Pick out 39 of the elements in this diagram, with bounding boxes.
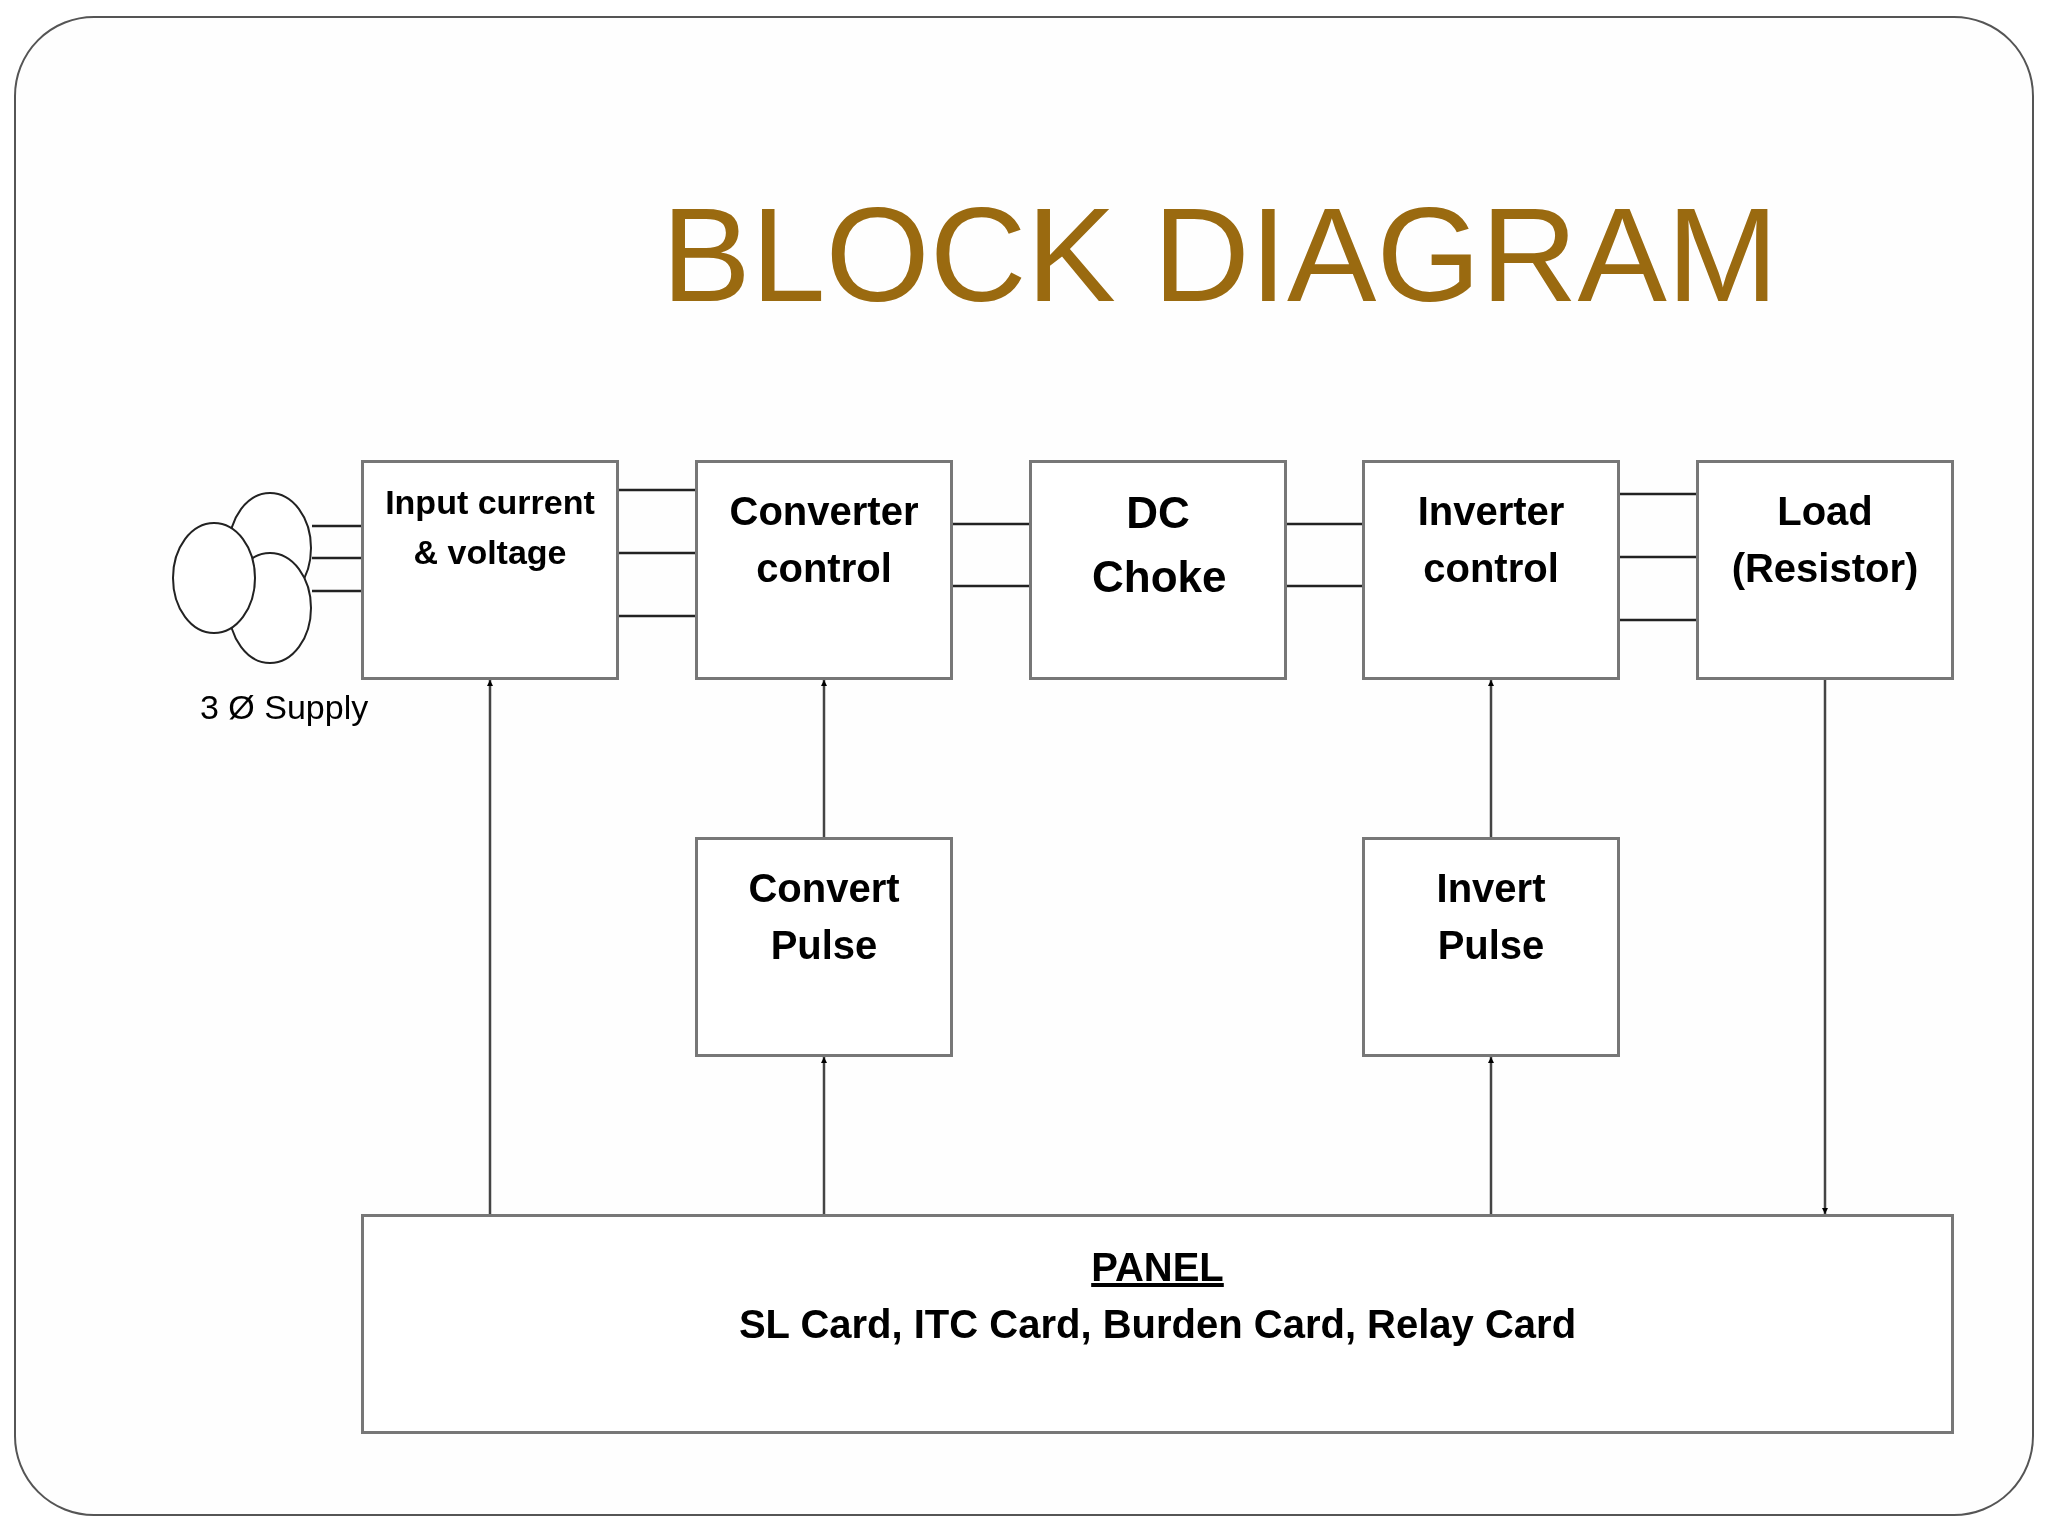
process-box (1029, 460, 1287, 680)
box-label: Inverter control (1416, 488, 1566, 592)
connector-line (312, 589, 361, 593)
process-box (1362, 837, 1620, 1057)
process-box (1696, 460, 1954, 680)
arrow (1488, 680, 1494, 837)
arrow (821, 680, 827, 837)
process-box (695, 837, 953, 1057)
arrow (1488, 1057, 1494, 1214)
connector-line (619, 551, 695, 555)
process-box (695, 460, 953, 680)
panel-description: SL Card, ITC Card, Burden Card, Relay Card (737, 1301, 1578, 1348)
supply-label: 3 Ø Supply (200, 688, 369, 727)
connector-line (312, 524, 361, 528)
box-label: Convert Pulse (747, 865, 901, 969)
title: BLOCK DIAGRAM (660, 179, 1780, 331)
panel-heading: PANEL (1090, 1244, 1225, 1291)
box-label: Load (Resistor) (1730, 488, 1920, 592)
panel-box (361, 1214, 1954, 1434)
box-label: Input current & voltage (384, 482, 596, 573)
connector-line (1287, 522, 1362, 526)
process-box (1362, 460, 1620, 680)
connector-line (1287, 584, 1362, 588)
connector-line (619, 614, 695, 618)
connector-line (953, 522, 1029, 526)
supply-symbol (170, 490, 312, 666)
connector-line (953, 584, 1029, 588)
arrow (487, 680, 493, 1214)
connector-line (1620, 618, 1696, 622)
connector-line (619, 488, 695, 492)
connector-line (312, 556, 361, 560)
box-label: DC Choke (1091, 487, 1228, 603)
process-box (361, 460, 619, 680)
box-label: Converter control (728, 488, 920, 592)
arrow (1822, 680, 1828, 1214)
connector-line (1620, 492, 1696, 496)
box-label: Invert Pulse (1435, 865, 1547, 969)
arrow (821, 1057, 827, 1214)
connector-line (1620, 555, 1696, 559)
